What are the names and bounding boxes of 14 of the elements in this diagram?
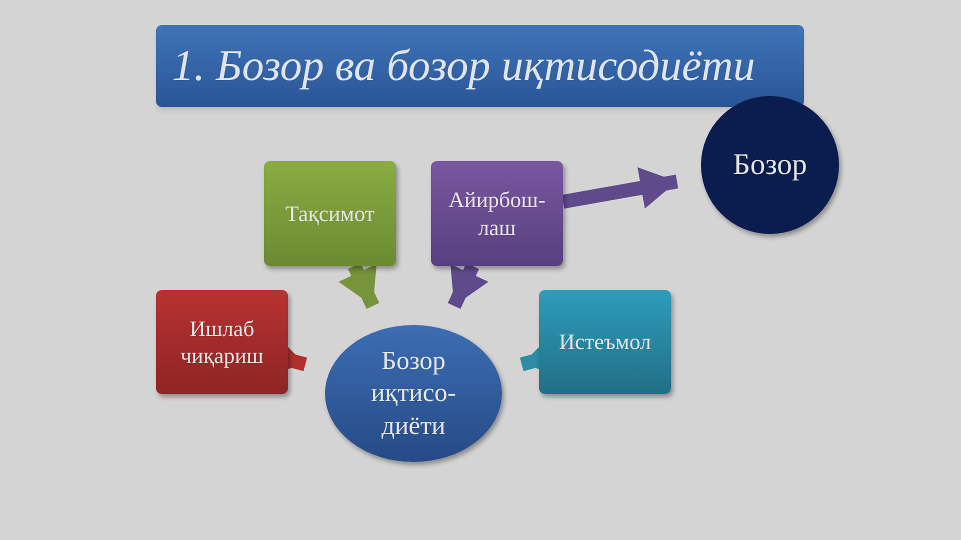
title-banner: 1. Бозор ва бозор иқтисодиёти [156,25,804,107]
node-label: Тақсимот [285,200,375,228]
node-label: Истеъмол [558,328,652,356]
node-label: Бозор [733,147,807,184]
process-box [156,290,288,394]
arrow [448,263,488,309]
arrow [562,167,678,209]
process-box [264,161,396,266]
arrow [338,263,380,309]
node-label: Айирбош-лаш [448,186,546,241]
node-label: Ишлаб чиқариш [179,314,264,370]
process-box [539,290,671,394]
node-label: Бозор иқтисо-диёти [370,344,458,442]
process-box [431,161,563,266]
